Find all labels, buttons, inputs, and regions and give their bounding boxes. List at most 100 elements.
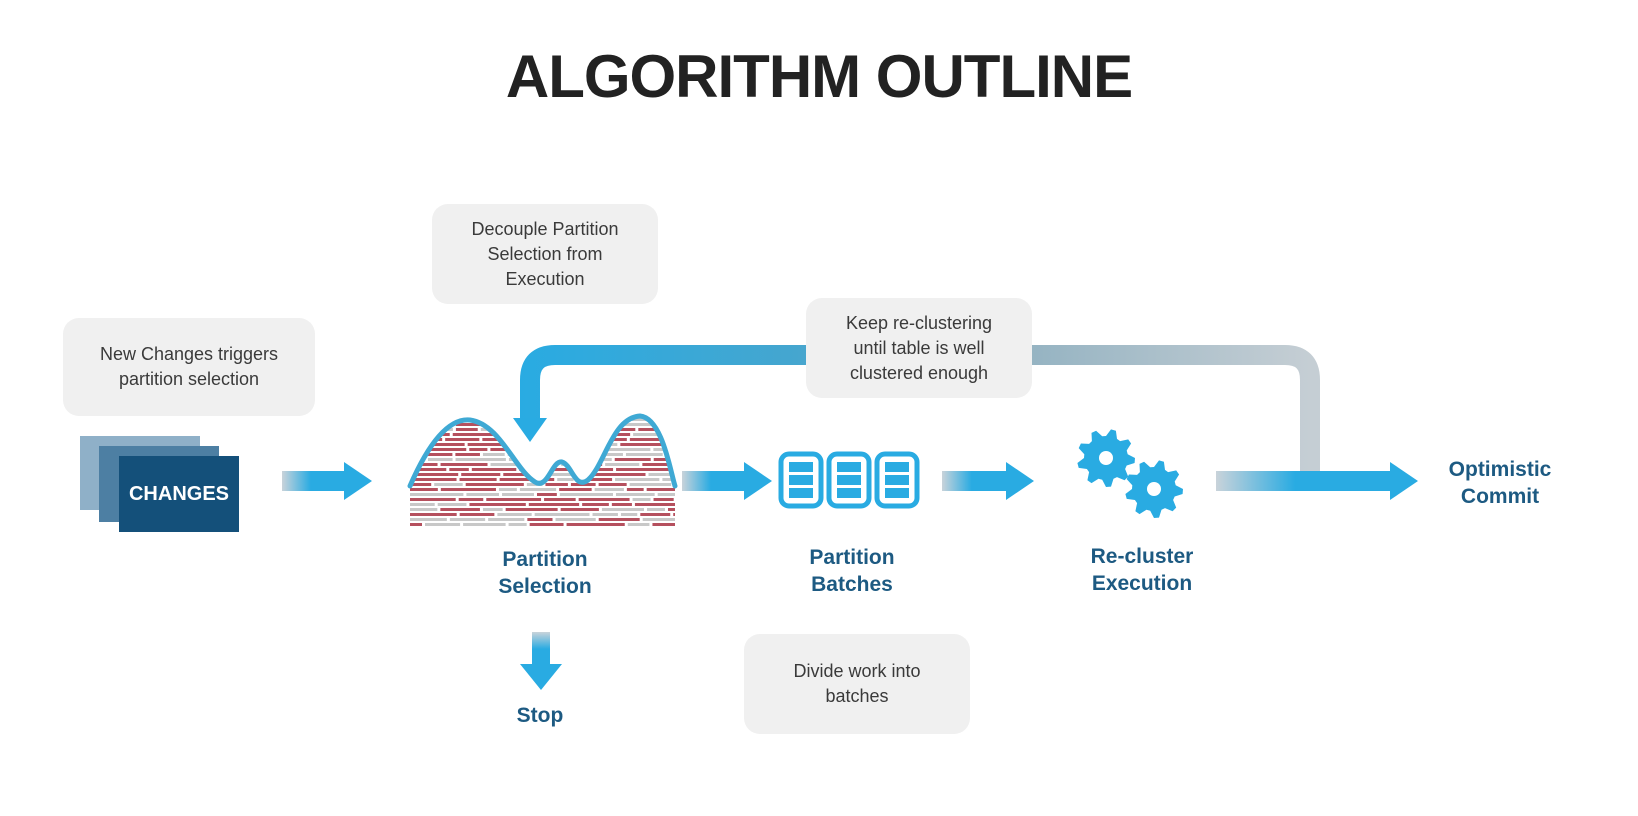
mountain-bar — [425, 448, 467, 451]
mountain-bar — [646, 508, 665, 511]
mountain-bar — [459, 478, 497, 481]
mountain-bar — [673, 513, 675, 516]
mountain-bar — [410, 453, 453, 456]
mountain-bar — [410, 463, 438, 466]
mountain-bar — [649, 418, 675, 421]
mountain-bar — [673, 468, 675, 471]
mountain-bar — [545, 483, 568, 486]
gear-icon — [1077, 429, 1135, 487]
mountain-bar — [458, 498, 484, 501]
mountain-bar — [642, 518, 675, 521]
mountain-bar — [572, 448, 593, 451]
mountain-bar — [471, 468, 517, 471]
mountain-bar — [449, 518, 486, 521]
mountain-bar — [469, 448, 488, 451]
mountain-bar — [648, 473, 675, 476]
mountain-bar — [671, 458, 675, 461]
mountain-outline — [407, 413, 678, 489]
batch-icon — [778, 451, 824, 509]
mountain-bar — [504, 433, 525, 436]
mountain-bar — [410, 523, 423, 526]
mountain-bar — [519, 463, 538, 466]
mountain-bar — [598, 483, 627, 486]
mountain-bar — [605, 463, 640, 466]
label-optimistic-commit: Optimistic Commit — [1448, 458, 1552, 508]
mountain-bar — [671, 448, 675, 451]
mountain-bar — [642, 463, 675, 466]
mountain-bar — [490, 463, 517, 466]
note-keep-reclustering: Keep re-clustering until table is well c… — [806, 298, 1032, 398]
mountain-bar — [455, 423, 496, 426]
mountain-bar — [469, 503, 526, 506]
arrow-selection-to-batches — [682, 462, 772, 500]
mountain-bar — [653, 458, 669, 461]
page-title: ALGORITHM OUTLINE — [505, 43, 1133, 110]
mountain-bar — [519, 443, 559, 446]
mountain-bar — [620, 443, 666, 446]
mountain-bar — [499, 478, 555, 481]
mountain-bar — [410, 468, 447, 471]
mountain-bar — [497, 513, 532, 516]
mountain-bar — [666, 428, 675, 431]
mountain-bar — [646, 488, 675, 491]
mountain-bar — [598, 518, 640, 521]
mountain-bar — [620, 513, 638, 516]
mountain-bar — [410, 483, 432, 486]
mountain-bar — [455, 428, 478, 431]
gears-icon — [1077, 429, 1183, 518]
mountain-bar — [638, 428, 664, 431]
mountain-bar — [640, 513, 671, 516]
mountain-bar — [482, 453, 505, 456]
mountain-bar — [486, 498, 542, 501]
mountain-bar — [519, 488, 557, 491]
mountain-bar — [445, 438, 480, 441]
mountain-bar — [459, 513, 495, 516]
arrow-execution-to-commit — [1216, 462, 1418, 500]
mountain-bar — [615, 478, 660, 481]
mountain-bar — [533, 458, 577, 461]
mountain-bar — [626, 488, 644, 491]
mountain-bar — [583, 423, 604, 426]
mountain-bar — [455, 453, 480, 456]
mountain-bar — [410, 473, 459, 476]
mountain-bar — [617, 428, 636, 431]
database-batches-icon — [778, 451, 920, 509]
mountain-bar — [410, 488, 438, 491]
mountain-bar — [592, 513, 618, 516]
mountain-bar — [410, 448, 423, 451]
mountain-bar — [559, 488, 592, 491]
mountain-bar — [544, 498, 576, 501]
changes-box-label: CHANGES — [128, 482, 229, 505]
mountain-chart-icon — [410, 418, 718, 526]
mountain-bar — [667, 423, 675, 426]
note-new-changes: New Changes triggers partition selection — [63, 318, 315, 416]
mountain-bar — [601, 508, 644, 511]
mountain-bar — [606, 423, 665, 426]
mountain-bar — [502, 493, 534, 496]
mountain-bar — [410, 493, 464, 496]
mountain-bar — [576, 478, 613, 481]
label-partition-selection: Partition Selection — [498, 548, 592, 598]
mountain-bar — [461, 473, 501, 476]
mountain-bar — [614, 458, 651, 461]
mountain-bar — [549, 438, 598, 441]
loop-arrow-head — [513, 418, 547, 442]
mountain-bar — [449, 468, 469, 471]
mountain-bar — [549, 473, 584, 476]
mountain-bar — [455, 458, 506, 461]
mountain-bar — [667, 508, 675, 511]
arrow-selection-to-stop — [520, 632, 562, 690]
mountain-bar — [534, 513, 590, 516]
mountain-bar — [437, 503, 467, 506]
mountain-bar — [467, 443, 517, 446]
mountain-bar — [508, 523, 527, 526]
mountain-bar — [528, 448, 570, 451]
mountain-bar — [410, 508, 438, 511]
mountain-bar — [570, 453, 623, 456]
label-stop: Stop — [516, 704, 564, 727]
mountain-bar — [616, 468, 671, 471]
mountain-bar — [586, 473, 646, 476]
label-partition-batches: Partition Batches — [809, 546, 895, 596]
mountain-bar — [677, 498, 718, 501]
